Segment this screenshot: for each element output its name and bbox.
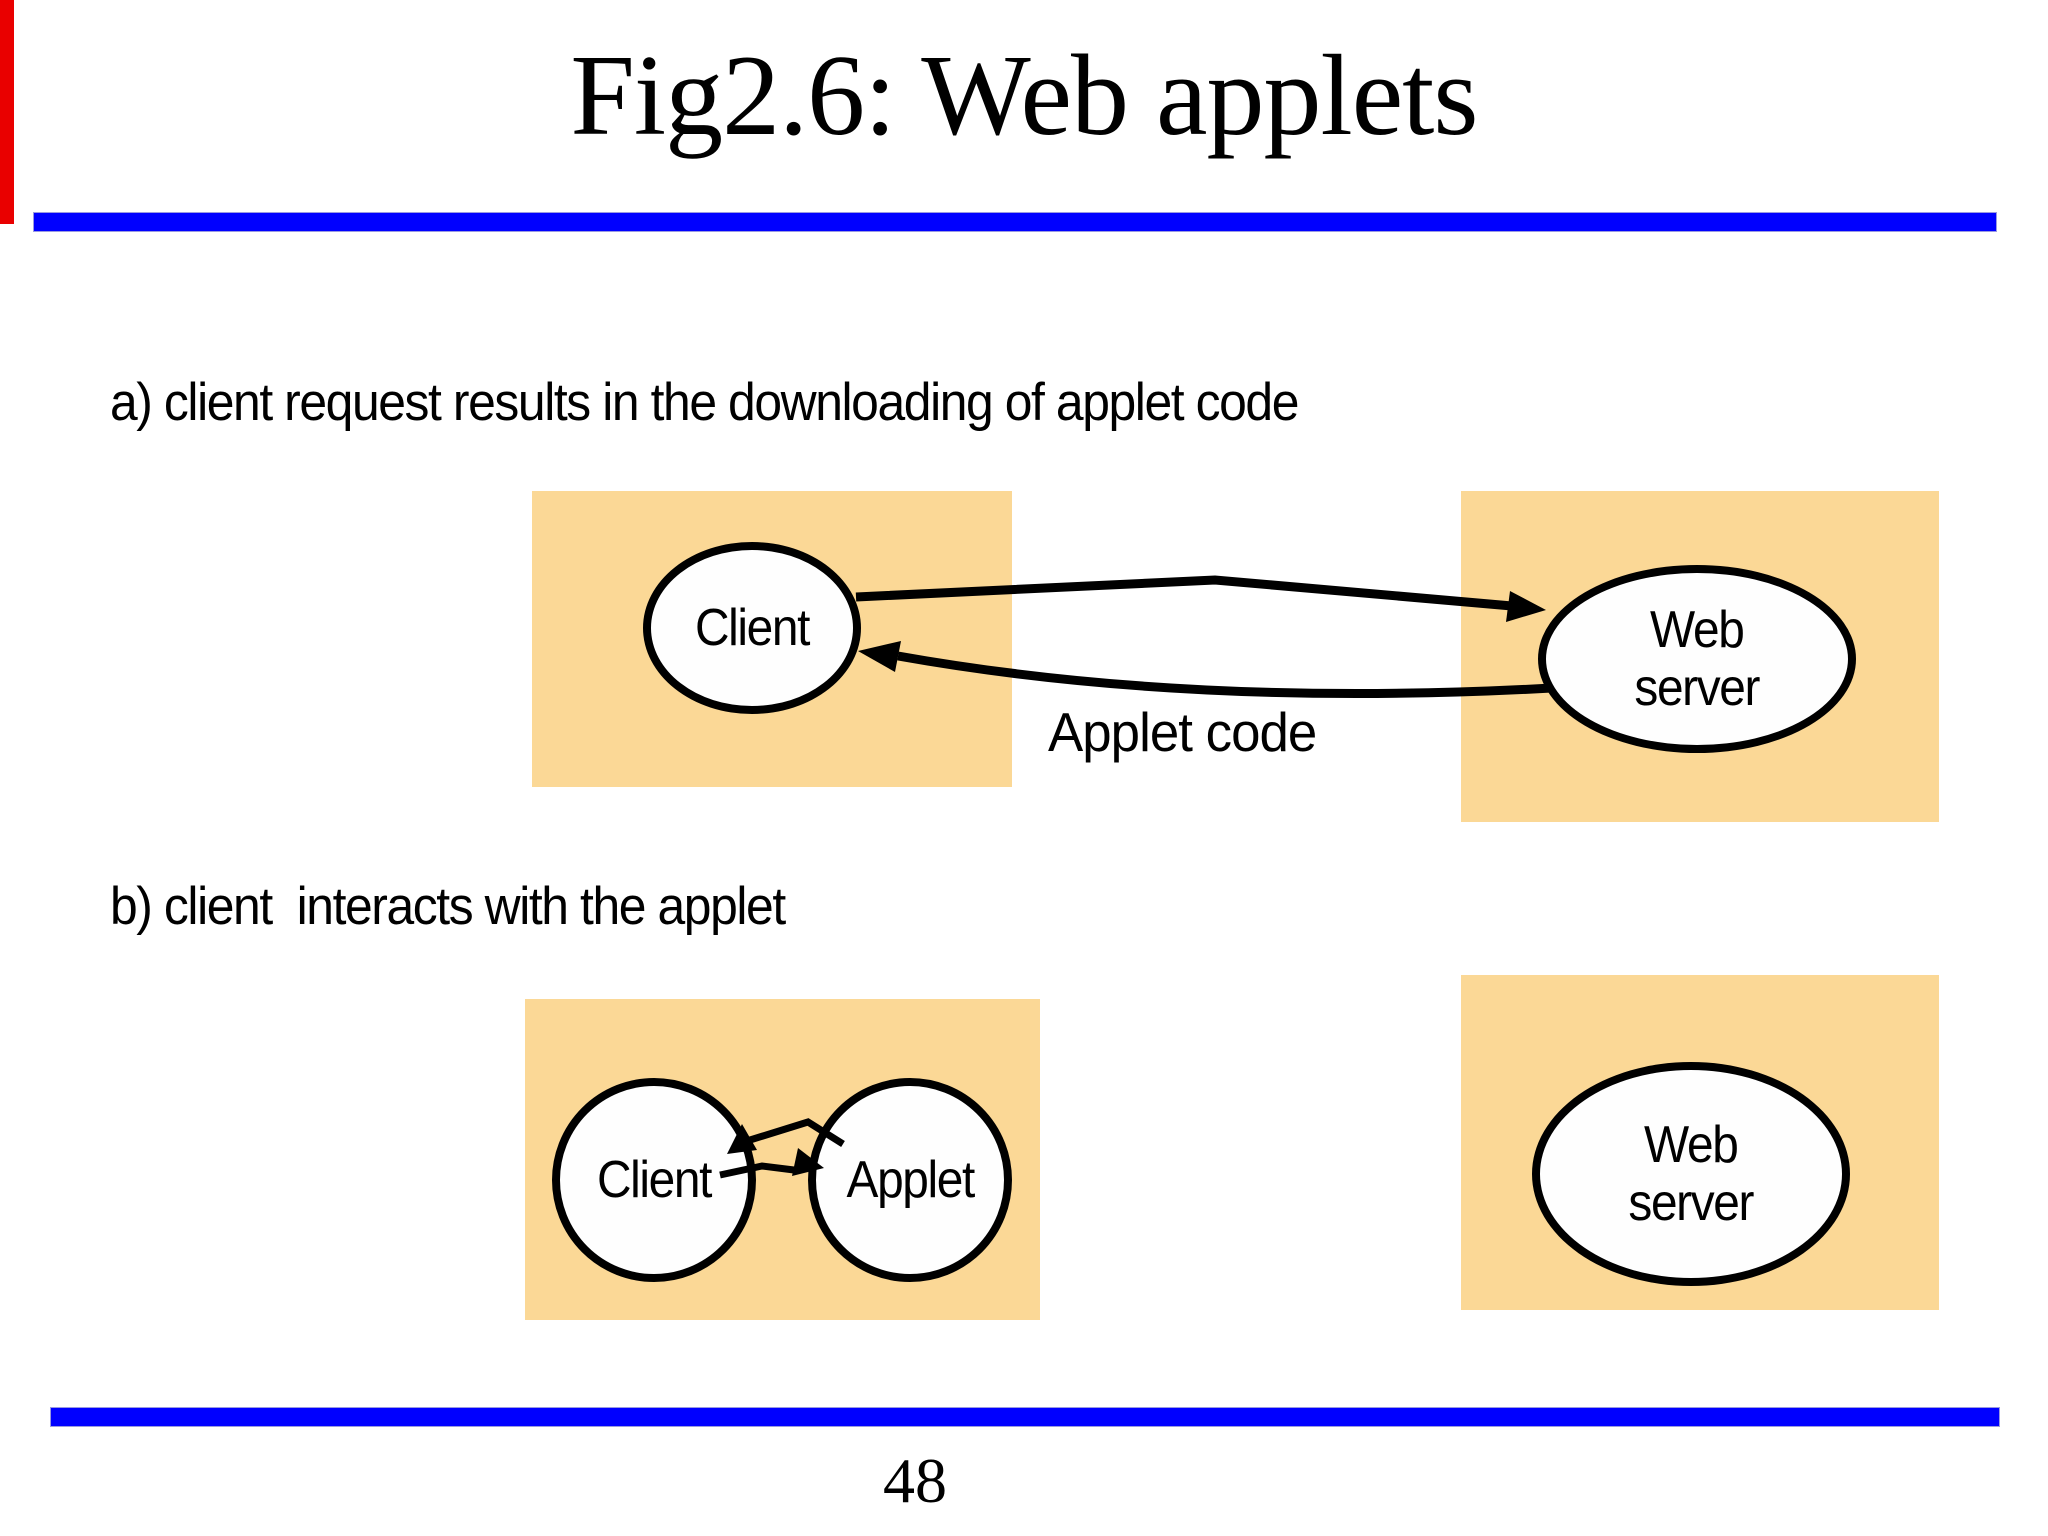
client-node-a: Client xyxy=(643,542,861,714)
client-node-a-label: Client xyxy=(694,598,810,657)
applet-node-b-label: Applet xyxy=(846,1150,975,1209)
web-server-node-b-label: Web server xyxy=(1628,1115,1755,1232)
slide-title: Fig2.6: Web applets xyxy=(570,32,1478,160)
web-server-node-a: Web server xyxy=(1538,565,1856,753)
red-edge-artifact xyxy=(0,0,14,224)
bottom-divider-rule xyxy=(50,1407,2000,1427)
web-server-node-a-label: Web server xyxy=(1634,600,1761,717)
client-node-b-label: Client xyxy=(596,1150,712,1209)
section-a-caption: a) client request results in the downloa… xyxy=(110,373,1299,432)
top-divider-rule xyxy=(33,212,1997,232)
client-node-b: Client xyxy=(552,1078,756,1282)
page-number: 48 xyxy=(883,1445,947,1516)
web-server-node-b: Web server xyxy=(1532,1062,1850,1286)
applet-node-b: Applet xyxy=(808,1078,1012,1282)
section-b-caption: b) client interacts with the applet xyxy=(110,877,786,936)
applet-code-arrow-label: Applet code xyxy=(1048,701,1317,763)
